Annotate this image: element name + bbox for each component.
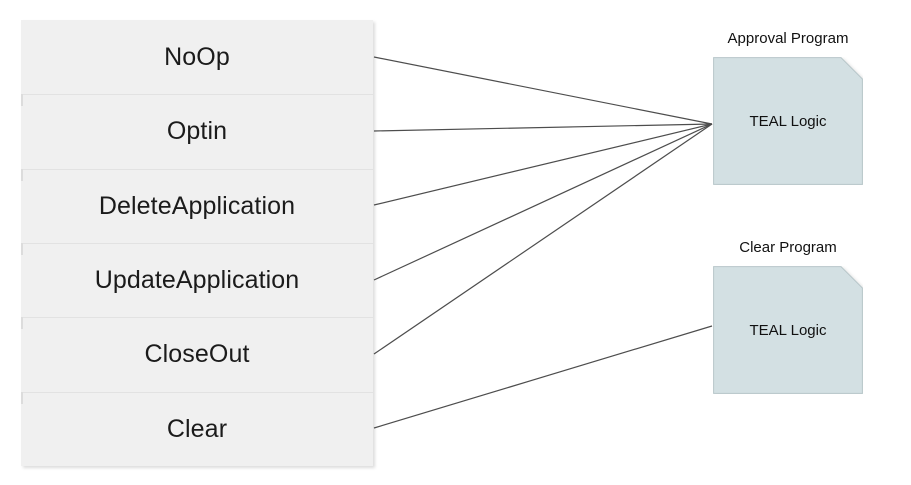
- list-item[interactable]: CloseOut: [21, 317, 373, 391]
- clear-program-body: TEAL Logic: [749, 321, 827, 339]
- connector-updateapplication-to-approval: [373, 123, 713, 281]
- op-label-closeout: CloseOut: [144, 340, 250, 369]
- list-item[interactable]: NoOp: [21, 20, 373, 94]
- clear-program-title: Clear Program: [739, 239, 837, 256]
- op-label-updateapplication: UpdateApplication: [94, 266, 300, 295]
- clear-program-card[interactable]: TEAL Logic: [713, 266, 863, 394]
- connector-clear-to-clear-program: [373, 325, 713, 429]
- op-label-noop: NoOp: [164, 42, 230, 71]
- oncomplete-op-list: NoOp Optin DeleteApplication UpdateAppli…: [21, 20, 373, 466]
- connector-optin-to-approval: [373, 123, 713, 132]
- approval-program-body: TEAL Logic: [749, 112, 827, 130]
- op-label-optin: Optin: [166, 117, 228, 146]
- connector-closeout-to-approval: [373, 123, 713, 355]
- connector-noop-to-approval: [373, 56, 713, 125]
- list-item[interactable]: Clear: [21, 391, 373, 466]
- approval-card-shape: [713, 57, 863, 185]
- op-label-clear: Clear: [166, 414, 228, 443]
- list-item[interactable]: DeleteApplication: [21, 168, 373, 243]
- list-item[interactable]: UpdateApplication: [21, 242, 373, 317]
- clear-card-shape: [713, 266, 863, 394]
- connector-deleteapplication-to-approval: [373, 123, 713, 206]
- op-label-deleteapplication: DeleteApplication: [98, 191, 296, 220]
- approval-program-card[interactable]: TEAL Logic: [713, 57, 863, 185]
- list-item[interactable]: Optin: [21, 94, 373, 168]
- approval-program-title: Approval Program: [727, 30, 849, 47]
